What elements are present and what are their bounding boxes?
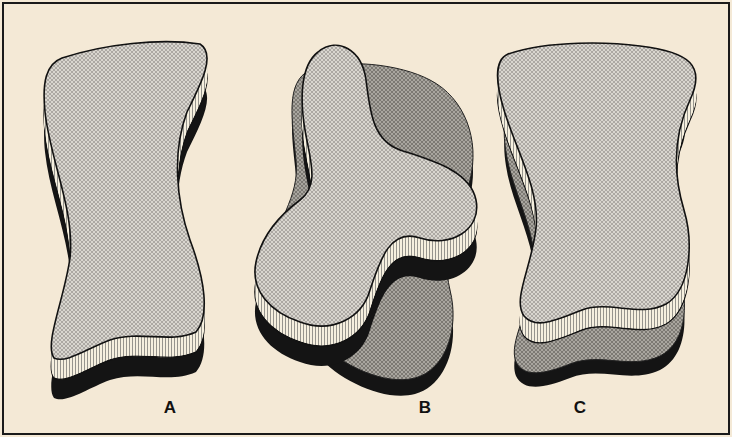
figure-letter: B xyxy=(419,398,431,418)
slab-side xyxy=(255,46,477,327)
slab-side xyxy=(498,44,696,324)
figure-letter: A xyxy=(164,398,176,418)
slab-side xyxy=(44,43,207,361)
figure-letter: C xyxy=(574,398,586,418)
